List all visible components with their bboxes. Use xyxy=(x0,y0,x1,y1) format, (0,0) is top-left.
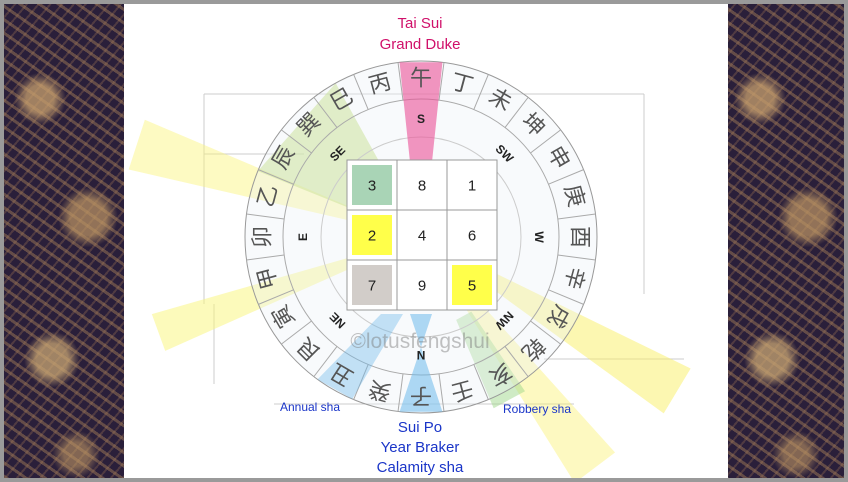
robbery-sha-label: Robbery sha xyxy=(502,402,572,416)
watermark: ©lotusfengshui xyxy=(350,330,490,353)
sector-divider xyxy=(258,169,294,185)
sector-divider xyxy=(548,289,584,305)
sector-divider xyxy=(438,373,445,412)
grand-duke-label: Grand Duke xyxy=(379,36,461,53)
sector-divider xyxy=(397,373,404,412)
sector-divider xyxy=(548,169,584,185)
sector-divider xyxy=(281,129,312,154)
star-number-6: 6 xyxy=(468,228,476,245)
sector-divider xyxy=(313,97,338,128)
sector-divider xyxy=(530,129,561,154)
dragon-brocade-left xyxy=(4,4,124,478)
star-number-8: 8 xyxy=(418,178,426,195)
star-number-1: 1 xyxy=(468,178,476,195)
star-number-7: 7 xyxy=(368,278,376,295)
dragon-brocade-right xyxy=(724,4,844,478)
sector-divider xyxy=(438,62,445,101)
yellow-beam-east xyxy=(128,119,403,233)
year-breaker-label: Year Braker xyxy=(380,439,460,456)
star-number-5: 5 xyxy=(468,278,476,295)
tai-sui-sector xyxy=(399,62,443,163)
sector-divider xyxy=(353,364,369,400)
direction-s: S xyxy=(417,112,425,126)
sector-divider xyxy=(504,97,529,128)
annual-sha-sector xyxy=(317,314,403,400)
direction-w: W xyxy=(532,231,546,243)
yellow-beam-northwest xyxy=(437,245,691,414)
calamity-sha-label: Calamity sha xyxy=(376,459,464,476)
grid-cell-fill xyxy=(452,265,492,305)
sector-divider xyxy=(313,346,338,377)
sector-divider xyxy=(504,346,529,377)
sector-divider xyxy=(557,213,596,220)
sector-divider xyxy=(557,254,596,261)
grid-cell-fill xyxy=(352,265,392,305)
direction-n: N xyxy=(417,348,426,362)
star-number-4: 4 xyxy=(418,228,426,245)
star-number-2: 2 xyxy=(368,228,376,245)
mountain-6: 卯 xyxy=(251,226,276,248)
sector-divider xyxy=(473,74,489,110)
star-number-9: 9 xyxy=(418,278,426,295)
sector-divider xyxy=(246,254,285,261)
sui-po-sector xyxy=(399,314,443,412)
yellow-beam-northwest-2 xyxy=(436,259,616,478)
grid-cell-fill xyxy=(352,215,392,255)
sector-divider xyxy=(473,364,489,400)
mountain-18: 酉 xyxy=(567,226,592,248)
annual-sha-label: Annual sha xyxy=(279,400,341,414)
grid-cell xyxy=(446,259,498,311)
mountain-0: 子 xyxy=(410,383,432,408)
sector-divider xyxy=(246,213,285,220)
sector-divider xyxy=(530,320,561,345)
direction-e: E xyxy=(296,233,310,241)
star-number-3: 3 xyxy=(368,178,376,195)
mountain-12: 午 xyxy=(410,67,432,92)
sui-po-label: Sui Po xyxy=(397,419,443,436)
green-robbery-sector xyxy=(456,311,526,409)
sector-divider xyxy=(397,62,404,101)
sector-divider xyxy=(353,74,369,110)
grid-cell-fill xyxy=(352,165,392,205)
tai-sui-label: Tai Sui xyxy=(397,15,443,32)
sector-divider xyxy=(258,289,294,305)
sector-divider xyxy=(281,320,312,345)
